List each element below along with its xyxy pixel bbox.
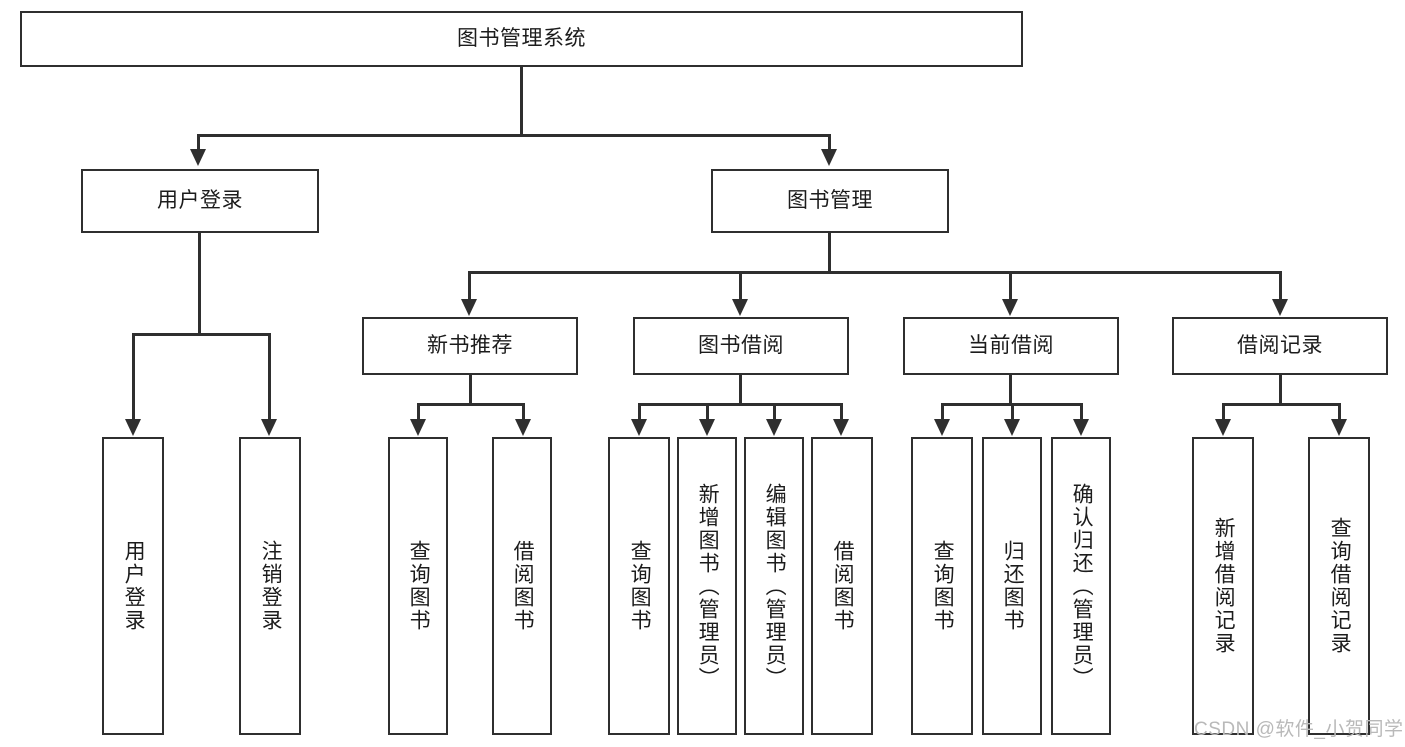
connector-book-borrow-to-leaf-1 [706, 403, 709, 421]
connector-borrow-record-to-leaf-1 [1338, 403, 1341, 421]
connector-book-borrow-to-leaf-0 [638, 403, 641, 421]
connector-borrow-record-bar [1222, 403, 1341, 406]
connector-book-mgmt-to-l3-0 [468, 271, 471, 301]
connector-user-login-stem [198, 233, 201, 335]
arrow-borrow-record-to-leaf-1 [1331, 419, 1347, 436]
node-book-borrow[interactable]: 图书借阅 [633, 317, 849, 375]
arrow-book-borrow-to-leaf-1 [699, 419, 715, 436]
connector-book-borrow-to-leaf-3 [840, 403, 843, 421]
leaf-book-borrow-edit[interactable]: 编辑图书（管理员） [744, 437, 804, 735]
leaf-book-borrow-add[interactable]: 新增图书（管理员） [677, 437, 737, 735]
node-label: 图书管理系统 [457, 27, 586, 51]
arrow-new-book-to-leaf-0 [410, 419, 426, 436]
connector-root-stem [520, 67, 523, 136]
connector-book-mgmt-bar [468, 271, 1280, 274]
node-new-book-recommend[interactable]: 新书推荐 [362, 317, 578, 375]
connector-book-mgmt-to-l3-1 [739, 271, 742, 301]
node-label: 用户登录 [157, 189, 243, 213]
node-label: 借阅记录 [1237, 334, 1323, 358]
arrow-current-borrow-to-leaf-2 [1073, 419, 1089, 436]
node-label: 图书借阅 [698, 334, 784, 358]
arrow-book-mgmt-to-l3-3 [1272, 299, 1288, 316]
connector-new-book-to-leaf-0 [417, 403, 420, 421]
connector-new-book-stem [469, 375, 472, 405]
connector-current-borrow-stem [1009, 375, 1012, 405]
leaf-new-book-borrow[interactable]: 借阅图书 [492, 437, 552, 735]
node-current-borrow[interactable]: 当前借阅 [903, 317, 1119, 375]
connector-new-book-to-leaf-1 [522, 403, 525, 421]
node-book-management[interactable]: 图书管理 [711, 169, 949, 233]
leaf-label: 借阅图书 [831, 540, 855, 632]
node-label: 图书管理 [787, 189, 873, 213]
leaf-label: 查询图书 [628, 540, 652, 632]
connector-borrow-record-to-leaf-0 [1222, 403, 1225, 421]
node-label: 新书推荐 [427, 334, 513, 358]
connector-user-login-bar [132, 333, 270, 336]
connector-current-borrow-to-leaf-0 [941, 403, 944, 421]
leaf-label: 新增图书（管理员） [696, 482, 720, 690]
node-label: 当前借阅 [968, 334, 1054, 358]
arrow-root-to-user-login [190, 149, 206, 166]
connector-borrow-record-stem [1279, 375, 1282, 405]
leaf-user-login-logout[interactable]: 注销登录 [239, 437, 301, 735]
arrow-user-login-to-leaf-0 [125, 419, 141, 436]
connector-user-login-to-leaf-0 [132, 333, 135, 421]
arrow-book-borrow-to-leaf-0 [631, 419, 647, 436]
arrow-current-borrow-to-leaf-0 [934, 419, 950, 436]
arrow-book-borrow-to-leaf-3 [833, 419, 849, 436]
leaf-label: 借阅图书 [511, 540, 535, 632]
arrow-book-mgmt-to-l3-1 [732, 299, 748, 316]
connector-user-login-to-leaf-1 [268, 333, 271, 421]
leaf-current-borrow-confirm-return[interactable]: 确认归还（管理员） [1051, 437, 1111, 735]
connector-book-mgmt-to-l3-2 [1009, 271, 1012, 301]
leaf-label: 编辑图书（管理员） [763, 482, 787, 690]
leaf-label: 注销登录 [259, 540, 283, 632]
connector-book-mgmt-stem [828, 233, 831, 273]
leaf-label: 归还图书 [1001, 540, 1025, 632]
arrow-borrow-record-to-leaf-0 [1215, 419, 1231, 436]
arrow-book-borrow-to-leaf-2 [766, 419, 782, 436]
node-borrow-record[interactable]: 借阅记录 [1172, 317, 1388, 375]
connector-current-borrow-to-leaf-2 [1080, 403, 1083, 421]
leaf-borrow-record-add[interactable]: 新增借阅记录 [1192, 437, 1254, 735]
connector-root-to-book-mgmt [828, 134, 831, 151]
connector-book-borrow-to-leaf-2 [773, 403, 776, 421]
leaf-label: 查询借阅记录 [1328, 517, 1352, 655]
connector-book-borrow-stem [739, 375, 742, 405]
leaf-label: 查询图书 [931, 540, 955, 632]
leaf-label: 用户登录 [122, 540, 146, 632]
leaf-book-borrow-borrow[interactable]: 借阅图书 [811, 437, 873, 735]
connector-book-mgmt-to-l3-3 [1279, 271, 1282, 301]
leaf-label: 确认归还（管理员） [1070, 482, 1094, 690]
arrow-user-login-to-leaf-1 [261, 419, 277, 436]
connector-new-book-bar [417, 403, 525, 406]
arrow-root-to-book-mgmt [821, 149, 837, 166]
connector-current-borrow-to-leaf-1 [1011, 403, 1014, 421]
arrow-new-book-to-leaf-1 [515, 419, 531, 436]
node-user-login[interactable]: 用户登录 [81, 169, 319, 233]
leaf-book-borrow-query[interactable]: 查询图书 [608, 437, 670, 735]
leaf-current-borrow-query[interactable]: 查询图书 [911, 437, 973, 735]
arrow-current-borrow-to-leaf-1 [1004, 419, 1020, 436]
arrow-book-mgmt-to-l3-0 [461, 299, 477, 316]
node-root-system[interactable]: 图书管理系统 [20, 11, 1023, 67]
arrow-book-mgmt-to-l3-2 [1002, 299, 1018, 316]
connector-root-to-user-login [197, 134, 200, 151]
leaf-current-borrow-return[interactable]: 归还图书 [982, 437, 1042, 735]
leaf-borrow-record-query[interactable]: 查询借阅记录 [1308, 437, 1370, 735]
leaf-label: 查询图书 [407, 540, 431, 632]
leaf-user-login-login[interactable]: 用户登录 [102, 437, 164, 735]
csdn-watermark: CSDN @软件_小贺同学 [1194, 719, 1404, 740]
connector-root-bar [197, 134, 831, 137]
leaf-label: 新增借阅记录 [1212, 517, 1236, 655]
leaf-new-book-query[interactable]: 查询图书 [388, 437, 448, 735]
connector-book-borrow-bar [638, 403, 843, 406]
